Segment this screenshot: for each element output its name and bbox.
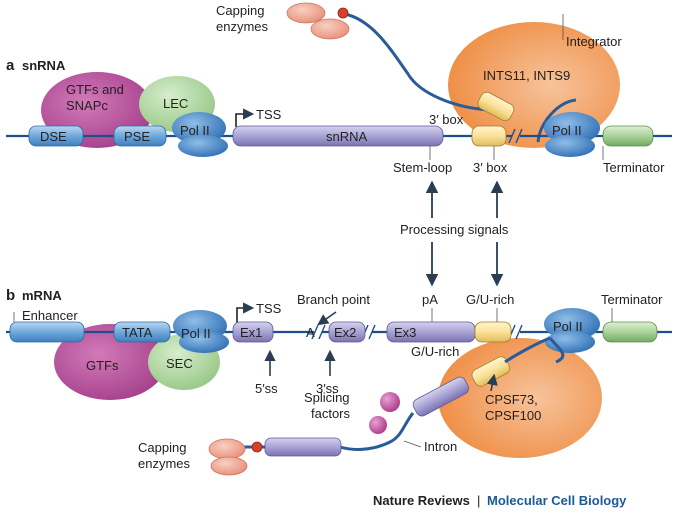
tata-element (113, 321, 171, 343)
exon-rna-5prime (264, 437, 342, 457)
panel-a-letter: a (6, 57, 15, 74)
tss-arrow-b (236, 302, 255, 323)
exon-1 (232, 321, 274, 343)
integrator-label: Integrator (566, 34, 622, 49)
cpsf-label-2: CPSF100 (485, 408, 541, 423)
snrna-gene (232, 125, 444, 147)
tss-a-label: TSS (256, 107, 282, 122)
gu-rich-b2-label: G/U-rich (411, 344, 459, 359)
dse-element (28, 125, 84, 147)
panel-b-title: mRNA (22, 288, 62, 303)
terminator-a-label: Terminator (603, 160, 665, 175)
pol2-a2-label: Pol II (552, 123, 582, 138)
pa-label: pA (422, 292, 438, 307)
tata-label: TATA (122, 325, 153, 340)
gu-rich-b-label: G/U-rich (466, 292, 514, 307)
gtfs-snapc-label-2: SNAPc (66, 98, 108, 113)
terminator-b-label: Terminator (601, 292, 663, 307)
capping-enzymes-a-label-1: Capping (216, 3, 264, 18)
tss-arrow-a (235, 108, 255, 127)
branch-point-arrow (317, 311, 337, 326)
gtfs-b-label: GTFs (86, 358, 119, 373)
processing-signals-label: Processing signals (400, 222, 509, 237)
cpsf-label-1: CPSF73, (485, 392, 538, 407)
splicing-label-1: Splicing (304, 390, 350, 405)
enhancer-label: Enhancer (22, 308, 78, 323)
gtfs-snapc-label-1: GTFs and (66, 82, 124, 97)
gu-rich-dna (474, 321, 512, 343)
capping-enzymes-b-label-2: enzymes (138, 456, 191, 471)
exon-3-rna (412, 376, 469, 417)
a-branch-label: A (306, 325, 315, 340)
pol2-b2 (544, 308, 600, 340)
splicing-factor-1 (380, 392, 400, 412)
exon-2 (328, 321, 366, 343)
ints-label: INTS11, INTS9 (483, 68, 570, 83)
capping-enzyme-a-2 (310, 18, 350, 40)
pse-label: PSE (124, 129, 150, 144)
ex1-label: Ex1 (240, 325, 262, 340)
gu-rich-rna-arrow (486, 373, 498, 392)
sec-label: SEC (166, 356, 193, 371)
credit-journal: Molecular Cell Biology (487, 493, 627, 508)
stem-loop-label: Stem-loop (393, 160, 452, 175)
capping-enzymes-a-label-2: enzymes (216, 19, 269, 34)
capping-enzyme-b-1 (208, 438, 246, 460)
panel-a-title: snRNA (22, 58, 66, 73)
pol2-a1-label: Pol II (180, 123, 210, 138)
dse-label: DSE (40, 129, 67, 144)
three-box-label-a2: 3′ box (473, 160, 508, 175)
three-box-rna-a (477, 91, 515, 122)
capping-enzyme-b-2 (210, 456, 248, 476)
pol2-b1-label: Pol II (181, 326, 211, 341)
intron-label: Intron (424, 439, 457, 454)
ex3-label: Ex3 (394, 325, 416, 340)
intron-rna (339, 412, 415, 451)
pol2-a2 (544, 112, 600, 144)
pse-element (113, 125, 167, 147)
five-ss-label: 5′ss (255, 381, 278, 396)
gtfs-complex-b (54, 324, 166, 400)
capping-enzymes-b-label-1: Capping (138, 440, 186, 455)
three-box-dna-a (471, 125, 507, 147)
tss-b-label: TSS (256, 301, 282, 316)
pol2-b2-label: Pol II (553, 319, 583, 334)
panel-b-letter: b (6, 287, 15, 304)
splicing-label-2: factors (311, 406, 351, 421)
three-ss-label: 3′ss (316, 381, 339, 396)
capping-enzyme-a-1 (286, 2, 326, 24)
snrna-gene-label: snRNA (326, 129, 368, 144)
nascent-snrna (344, 12, 491, 112)
three-box-label-a: 3′ box (429, 112, 464, 127)
credit-publisher: Nature Reviews (373, 493, 470, 508)
splicing-factor-2 (369, 416, 387, 434)
terminator-a (602, 125, 654, 147)
terminator-b (602, 321, 658, 343)
cap-a (337, 7, 349, 19)
credit-separator: | (477, 493, 480, 508)
enhancer-element (9, 321, 85, 343)
branch-point-label: Branch point (297, 292, 370, 307)
cap-b (251, 441, 263, 453)
ex2-label: Ex2 (334, 325, 356, 340)
lec-label: LEC (163, 96, 188, 111)
